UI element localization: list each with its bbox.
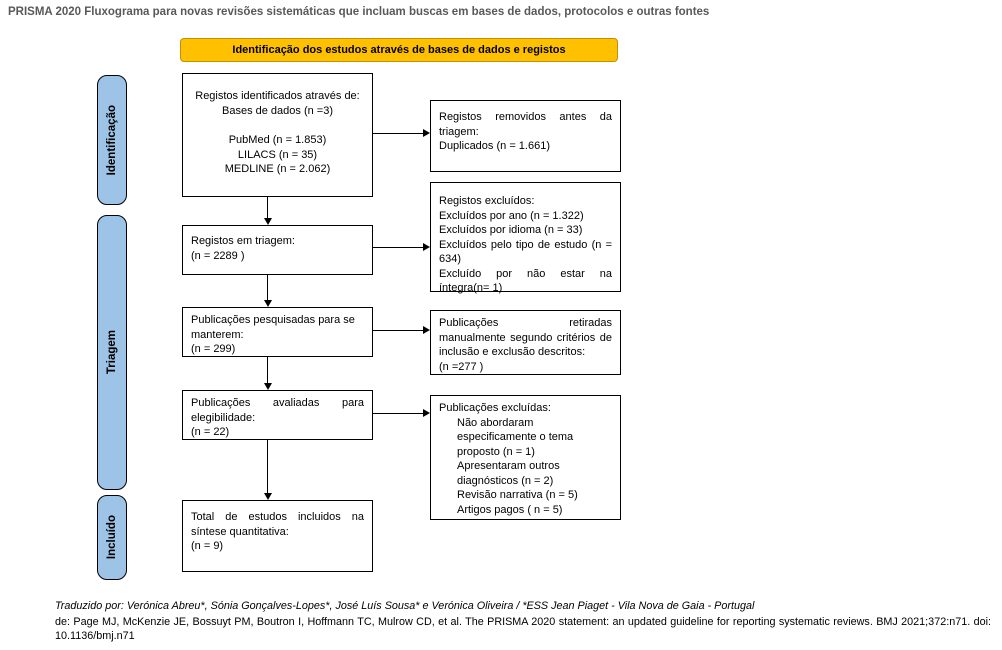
- box-text-line: Publicações excluídas:: [439, 402, 551, 414]
- box-publications-sought: Publicações pesquisadas para se manterem…: [182, 307, 373, 357]
- phase-label-text: Triagem: [106, 330, 118, 375]
- box-studies-included: Total de estudos incluidos na síntese qu…: [182, 500, 373, 572]
- exclusion-item: Excluídos pelo tipo de estudo (n = 634): [439, 238, 612, 266]
- phase-label-triagem: Triagem: [97, 215, 127, 490]
- box-text-line: Publicações avaliadas para elegibilidade…: [191, 397, 364, 424]
- phase-label-text: Incluído: [106, 515, 118, 560]
- box-text-line: Duplicados (n = 1.661): [439, 140, 550, 153]
- box-count: (n =277 ): [439, 360, 484, 373]
- box-text-line: Registos excluídos:: [439, 195, 535, 207]
- box-publications-removed-manually: Publicações retiradas manualmente segund…: [430, 310, 621, 375]
- box-records-excluded: Registos excluídos: Excluídos por ano (n…: [430, 182, 621, 294]
- phase-label-incluido: Incluído: [97, 495, 127, 580]
- box-text-line: Publicações retiradas manualmente segund…: [439, 317, 612, 359]
- box-count: (n = 2289 ): [191, 249, 245, 262]
- box-count: (n = 299): [191, 343, 236, 356]
- exclusion-item: Excluído por não estar na íntegra(n= 1): [439, 267, 612, 295]
- arrow-right-to-records-excluded-icon: [373, 243, 430, 251]
- box-records-removed-duplicates: Registos removidos antes da triagem: Dup…: [430, 100, 621, 172]
- box-records-identified: Registos identificados através de: Bases…: [182, 73, 373, 197]
- phase-label-text: Identificação: [106, 104, 118, 176]
- arrow-down-sought-to-assessed-icon: [263, 357, 272, 390]
- arrow-down-screening-to-sought-icon: [263, 275, 272, 307]
- box-text-line: Bases de dados (n =3): [222, 104, 333, 117]
- box-text-line: Total de estudos incluidos na síntese qu…: [191, 511, 364, 538]
- exclusion-item: Apresentaram outros diagnósticos (n = 2): [457, 460, 560, 487]
- box-text-line: Publicações pesquisadas para se manterem…: [191, 314, 355, 341]
- arrow-right-to-duplicates-icon: [373, 129, 430, 137]
- box-count: (n = 22): [191, 426, 230, 439]
- arrow-down-assessed-to-included-icon: [263, 440, 272, 500]
- box-text-line: Registos identificados através de:: [195, 90, 360, 102]
- phase-label-identification: Identificação: [97, 75, 127, 205]
- box-publications-excluded: Publicações excluídas: Não abordaram esp…: [430, 395, 621, 520]
- box-text-line: PubMed (n = 1.853): [228, 134, 327, 147]
- box-text-line: Registos em triagem:: [191, 235, 295, 247]
- box-count: (n = 9): [191, 540, 224, 553]
- identification-banner: Identificação dos estudos através de bas…: [180, 38, 618, 62]
- arrow-down-identified-to-screening-icon: [263, 197, 272, 225]
- footer-credits: Traduzido por: Verónica Abreu*, Sónia Go…: [55, 600, 755, 612]
- exclusion-item: Revisão narrativa (n = 5): [457, 489, 578, 502]
- page-title: PRISMA 2020 Fluxograma para novas revisõ…: [8, 6, 710, 18]
- box-records-screened: Registos em triagem: (n = 2289 ): [182, 225, 373, 275]
- arrow-right-to-publications-excluded-icon: [373, 409, 430, 417]
- box-text-line: Registos removidos antes da triagem:: [439, 111, 612, 138]
- arrow-right-to-manually-removed-icon: [373, 326, 430, 334]
- exclusion-item: Não abordaram especificamente o tema pro…: [457, 416, 574, 458]
- box-publications-assessed: Publicações avaliadas para elegibilidade…: [182, 390, 373, 440]
- exclusion-item: Excluídos por idioma (n = 33): [439, 224, 583, 237]
- footer: Traduzido por: Verónica Abreu*, Sónia Go…: [55, 599, 991, 644]
- box-text-line: MEDLINE (n = 2.062): [224, 163, 331, 176]
- exclusion-item: Artigos pagos ( n = 5): [457, 503, 563, 516]
- box-text-line: LILACS (n = 35): [237, 148, 318, 161]
- footer-citation: de: Page MJ, McKenzie JE, Bossuyt PM, Bo…: [55, 615, 991, 643]
- exclusion-item: Excluídos por ano (n = 1.322): [439, 209, 584, 222]
